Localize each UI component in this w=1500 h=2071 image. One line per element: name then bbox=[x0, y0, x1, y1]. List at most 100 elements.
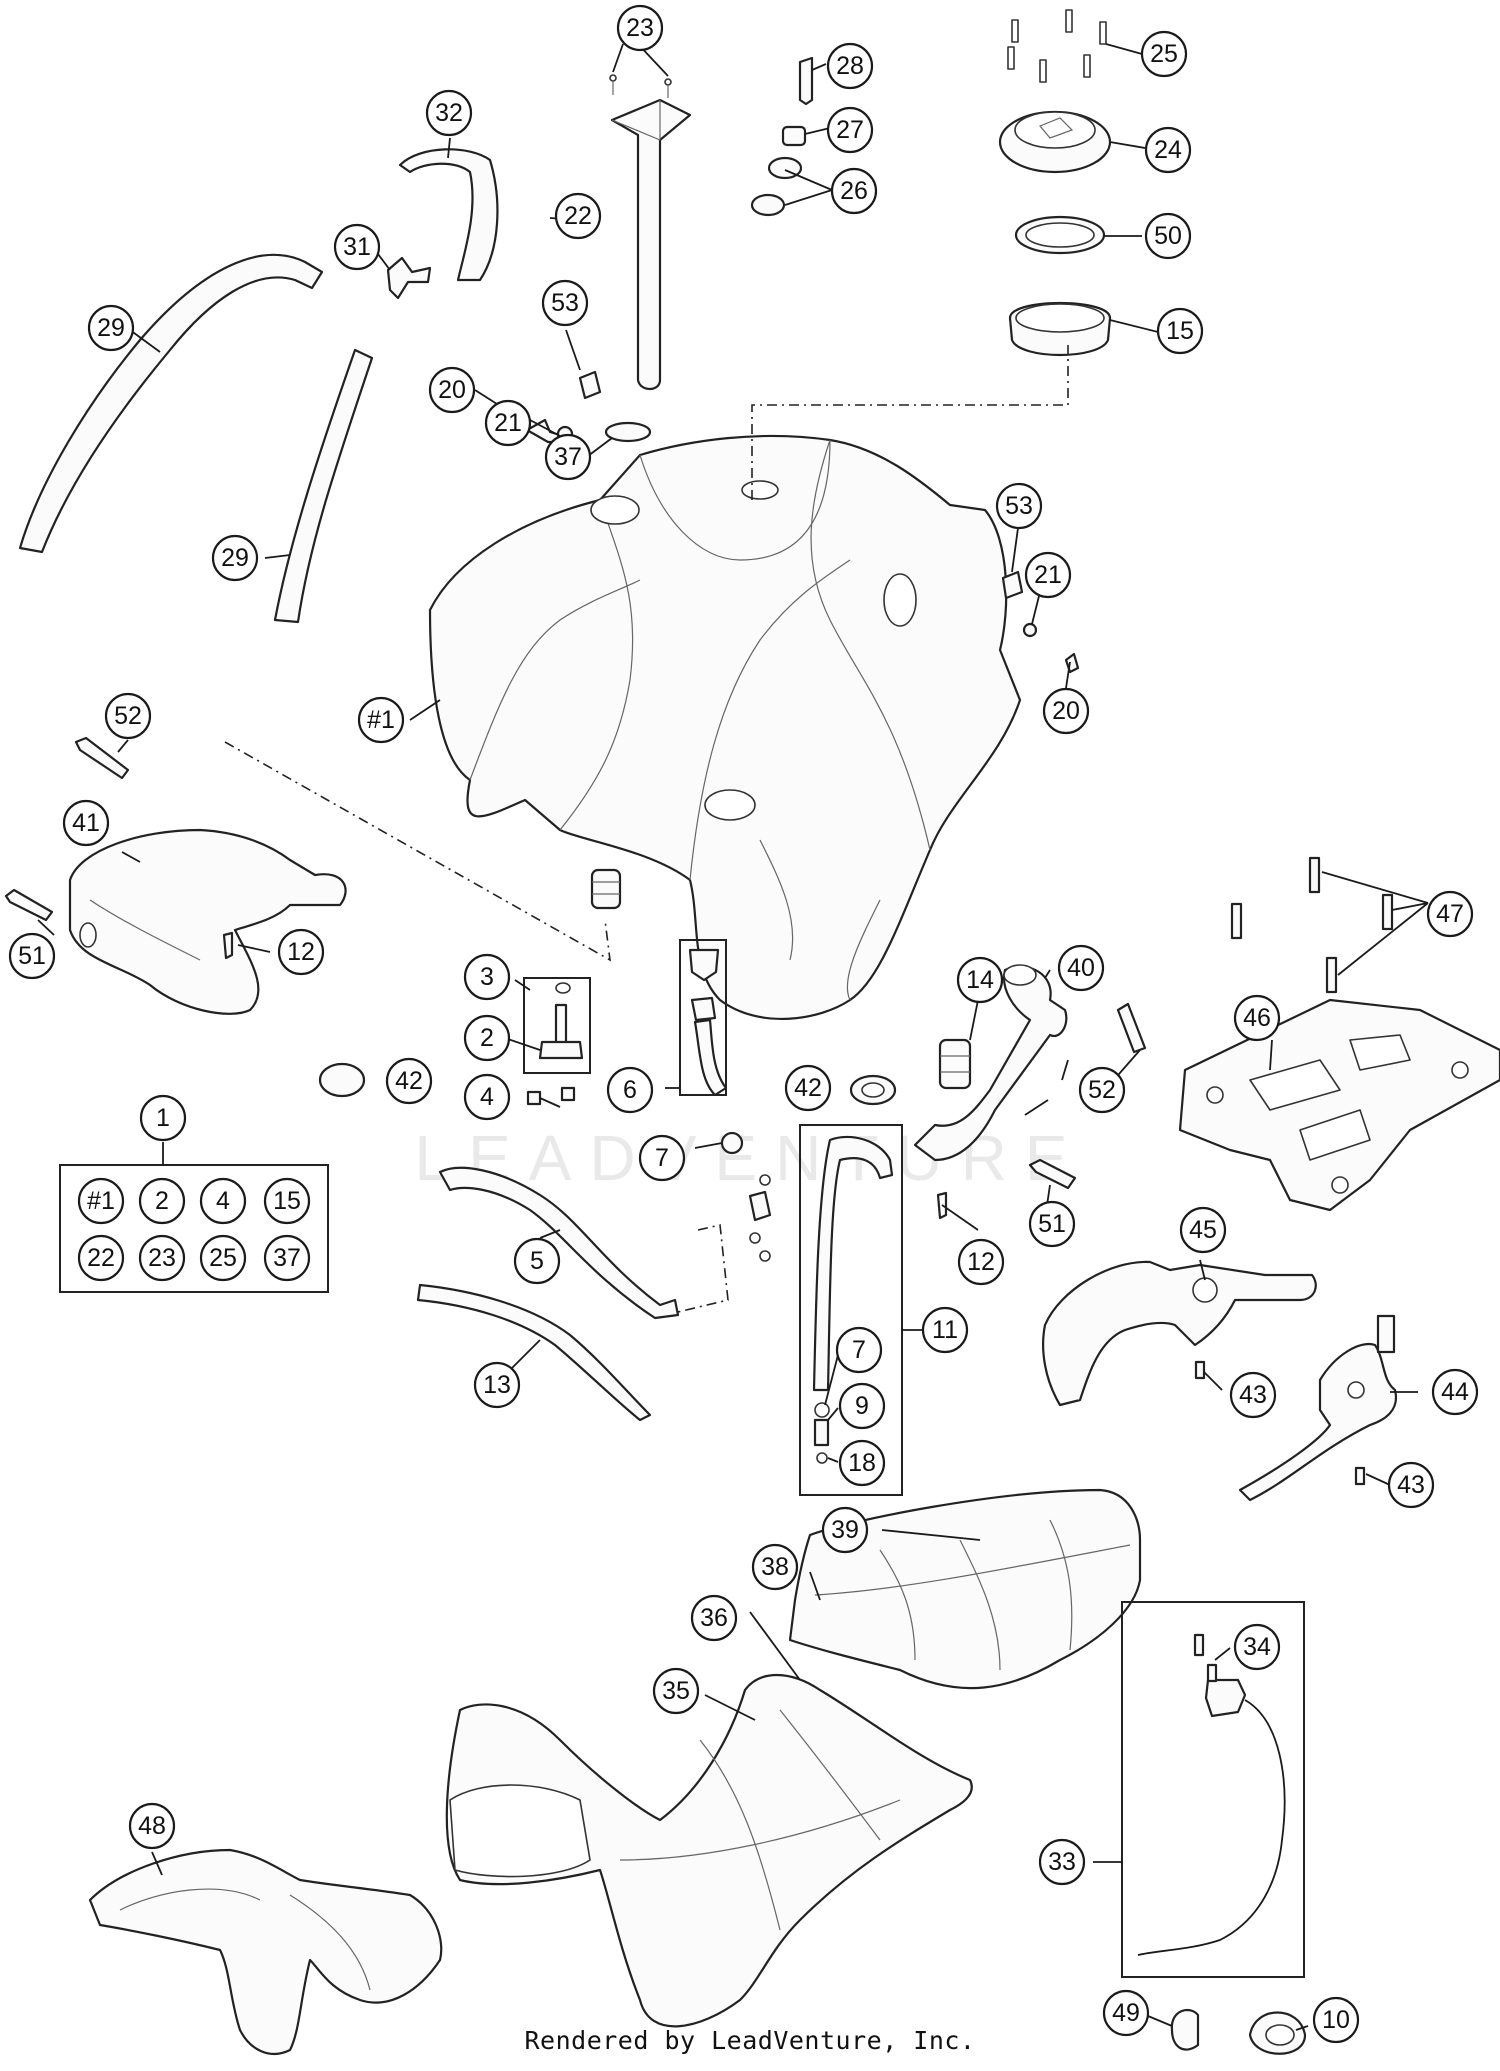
release-lever bbox=[1238, 1314, 1398, 1502]
svg-text:18: 18 bbox=[848, 1449, 876, 1477]
svg-text:50: 50 bbox=[1154, 222, 1182, 250]
damper-block bbox=[938, 1038, 972, 1090]
side-cover-left bbox=[68, 828, 347, 1015]
callout-tank[interactable]: #1 bbox=[357, 696, 405, 744]
callout-29-lower[interactable]: 29 bbox=[211, 534, 259, 582]
callout-7-upper[interactable]: 7 bbox=[638, 1134, 686, 1182]
callout-45[interactable]: 45 bbox=[1179, 1206, 1227, 1254]
callout-2[interactable]: 2 bbox=[463, 1014, 511, 1062]
callout-3[interactable]: 3 bbox=[463, 953, 511, 1001]
callout-14[interactable]: 14 bbox=[956, 956, 1004, 1004]
callout-43-lower[interactable]: 43 bbox=[1387, 1461, 1435, 1509]
kit-item-37[interactable]: 37 bbox=[263, 1234, 311, 1282]
callout-15[interactable]: 15 bbox=[1156, 307, 1204, 355]
callout-29-upper[interactable]: 29 bbox=[87, 304, 135, 352]
callout-50[interactable]: 50 bbox=[1144, 212, 1192, 260]
callout-27[interactable]: 27 bbox=[826, 106, 874, 154]
callout-51-left[interactable]: 51 bbox=[8, 932, 56, 980]
callout-35[interactable]: 35 bbox=[652, 1667, 700, 1715]
callout-31[interactable]: 31 bbox=[333, 223, 381, 271]
callout-32[interactable]: 32 bbox=[425, 89, 473, 137]
callout-34[interactable]: 34 bbox=[1233, 1623, 1281, 1671]
svg-text:4: 4 bbox=[480, 1083, 494, 1111]
callout-43-upper[interactable]: 43 bbox=[1229, 1371, 1277, 1419]
callout-26[interactable]: 26 bbox=[830, 167, 878, 215]
callout-1[interactable]: 1 bbox=[139, 1094, 187, 1142]
svg-text:4: 4 bbox=[216, 1187, 230, 1215]
callout-36[interactable]: 36 bbox=[690, 1594, 738, 1642]
svg-text:14: 14 bbox=[966, 966, 994, 994]
callout-24[interactable]: 24 bbox=[1144, 126, 1192, 174]
filler-neck-tube bbox=[609, 74, 692, 391]
callout-39[interactable]: 39 bbox=[821, 1506, 869, 1554]
bracket bbox=[913, 964, 1068, 1162]
callout-42-left[interactable]: 42 bbox=[385, 1057, 433, 1105]
svg-text:29: 29 bbox=[221, 544, 249, 572]
kit-item-22[interactable]: 22 bbox=[77, 1234, 125, 1282]
callout-42-right[interactable]: 42 bbox=[784, 1064, 832, 1112]
callout-9[interactable]: 9 bbox=[838, 1382, 886, 1430]
callout-10[interactable]: 10 bbox=[1312, 1996, 1360, 2044]
breather-hose bbox=[398, 148, 499, 282]
callout-21-left[interactable]: 21 bbox=[484, 399, 532, 447]
svg-text:42: 42 bbox=[794, 1074, 822, 1102]
carrier-bolts bbox=[1230, 856, 1394, 994]
callout-52-right[interactable]: 52 bbox=[1078, 1066, 1126, 1114]
svg-text:22: 22 bbox=[87, 1244, 115, 1272]
kit-item-23[interactable]: 23 bbox=[138, 1234, 186, 1282]
callout-20-right[interactable]: 20 bbox=[1042, 687, 1090, 735]
callout-23[interactable]: 23 bbox=[616, 4, 664, 52]
svg-text:31: 31 bbox=[343, 233, 371, 261]
svg-text:23: 23 bbox=[626, 14, 654, 42]
callout-48[interactable]: 48 bbox=[128, 1802, 176, 1850]
callout-44[interactable]: 44 bbox=[1431, 1368, 1479, 1416]
kit-item-4[interactable]: 4 bbox=[199, 1177, 247, 1225]
callout-47[interactable]: 47 bbox=[1426, 890, 1474, 938]
svg-text:44: 44 bbox=[1441, 1378, 1469, 1406]
callout-4[interactable]: 4 bbox=[463, 1073, 511, 1121]
callout-53-left[interactable]: 53 bbox=[541, 279, 589, 327]
callout-51-right[interactable]: 51 bbox=[1028, 1200, 1076, 1248]
callout-28[interactable]: 28 bbox=[826, 42, 874, 90]
kit-item-15[interactable]: 15 bbox=[263, 1177, 311, 1225]
callout-49[interactable]: 49 bbox=[1102, 1989, 1150, 2037]
connector-line bbox=[677, 1224, 729, 1313]
callout-6[interactable]: 6 bbox=[606, 1066, 654, 1114]
carrier-plate bbox=[1178, 998, 1500, 1212]
svg-text:34: 34 bbox=[1243, 1633, 1271, 1661]
svg-text:10: 10 bbox=[1322, 2006, 1350, 2034]
callout-37[interactable]: 37 bbox=[544, 433, 592, 481]
callout-13[interactable]: 13 bbox=[473, 1361, 521, 1409]
callout-21-right[interactable]: 21 bbox=[1024, 551, 1072, 599]
fuel-tank bbox=[428, 434, 1022, 1021]
bolt-bush-damper-set bbox=[750, 56, 814, 217]
callout-12-right[interactable]: 12 bbox=[957, 1238, 1005, 1286]
callout-52-left[interactable]: 52 bbox=[104, 692, 152, 740]
svg-text:2: 2 bbox=[155, 1187, 169, 1215]
callout-41[interactable]: 41 bbox=[62, 799, 110, 847]
callout-46[interactable]: 46 bbox=[1233, 994, 1281, 1042]
svg-text:37: 37 bbox=[273, 1244, 301, 1272]
callout-22[interactable]: 22 bbox=[554, 192, 602, 240]
hose-lower bbox=[273, 348, 374, 624]
callout-18[interactable]: 18 bbox=[838, 1439, 886, 1487]
svg-text:15: 15 bbox=[273, 1187, 301, 1215]
callout-5[interactable]: 5 bbox=[513, 1237, 561, 1285]
callout-20-left[interactable]: 20 bbox=[428, 366, 476, 414]
filler-cap bbox=[998, 9, 1112, 174]
callout-33[interactable]: 33 bbox=[1038, 1838, 1086, 1886]
callout-25[interactable]: 25 bbox=[1140, 30, 1188, 78]
kit-item-2[interactable]: 2 bbox=[138, 1177, 186, 1225]
callout-12-left[interactable]: 12 bbox=[277, 928, 325, 976]
callout-7-lower[interactable]: 7 bbox=[835, 1326, 883, 1374]
support-bar bbox=[438, 1166, 680, 1320]
svg-text:26: 26 bbox=[840, 177, 868, 205]
callout-38[interactable]: 38 bbox=[751, 1543, 799, 1591]
callout-11[interactable]: 11 bbox=[921, 1306, 969, 1354]
callout-53-right[interactable]: 53 bbox=[995, 482, 1043, 530]
callout-40[interactable]: 40 bbox=[1057, 944, 1105, 992]
kit-item-tank[interactable]: #1 bbox=[77, 1177, 125, 1225]
kit-item-25[interactable]: 25 bbox=[199, 1234, 247, 1282]
svg-text:43: 43 bbox=[1397, 1471, 1425, 1499]
